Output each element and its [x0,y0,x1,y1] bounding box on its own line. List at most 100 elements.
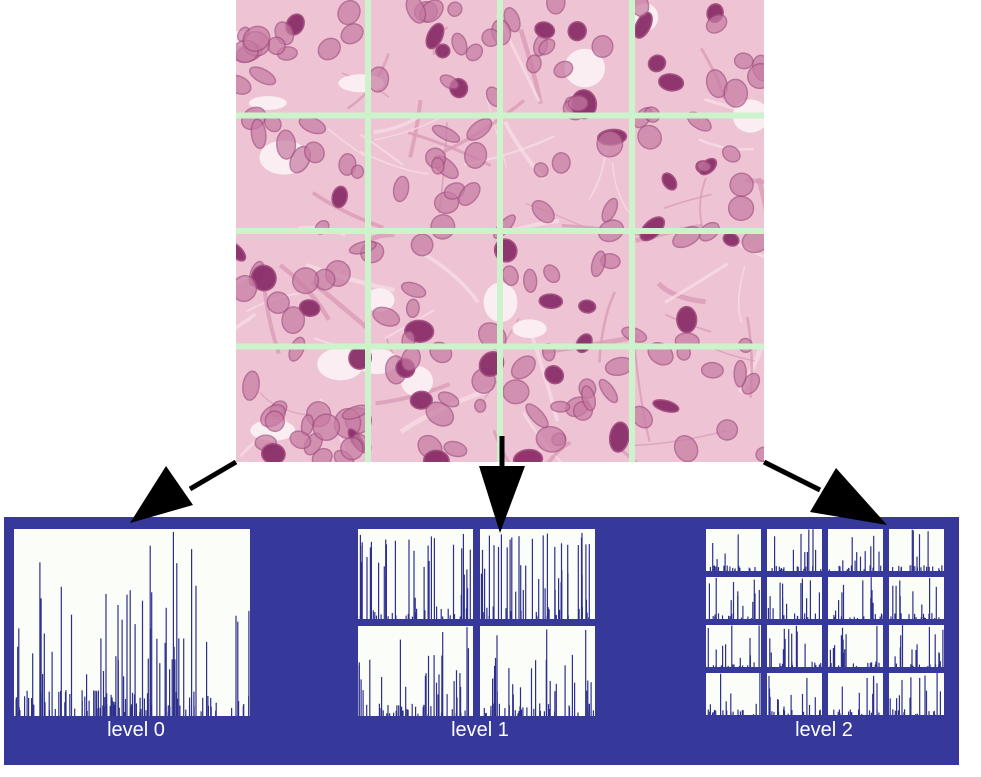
histogram-cell [889,577,944,619]
tissue-nucleus [312,413,341,441]
tissue-fiber [633,346,651,442]
tissue-nucleus [502,379,530,405]
tissue-nucleus [451,32,468,56]
tissue-nucleus [543,264,561,284]
tissue-nucleus [535,425,567,453]
tissue-image [236,0,764,462]
tissue-nucleus [405,298,420,319]
histogram-cell [706,529,761,571]
tissue-nucleus [236,74,252,95]
histogram-cell [889,673,944,715]
tissue-nucleus [608,421,630,453]
tissue-nucleus [601,197,619,223]
level-0-label: level 0 [107,719,165,741]
level-2-label: level 2 [795,719,853,741]
histogram-svg [14,529,944,716]
tissue-grid-lines [236,0,764,462]
tissue-nucleus [673,434,699,462]
tissue-nucleus [303,141,325,164]
tissue-nucleus [289,430,312,450]
tissue-nucleus [466,117,493,141]
tissue-nucleus [510,355,536,380]
tissue-nucleus [372,306,401,327]
arrow-to-level-0 [130,459,238,523]
tissue-nucleus [266,291,290,314]
histogram-cell [828,577,883,619]
tissue-nucleus [567,94,589,112]
tissue-nucleus [567,21,587,42]
tissue-nucleus [236,274,258,303]
tissue-nucleus [281,306,306,335]
tissue-nucleus [538,293,564,310]
tissue-nucleus [747,62,764,90]
tissue-nucleus [340,23,364,45]
tissue-nucleus [590,250,607,278]
tissue-nucleus [637,124,663,150]
tissue-svg [236,0,764,462]
tissue-nucleus [463,141,488,169]
tissue-nucleus [474,398,487,413]
tissue-grid-line-vertical [629,0,635,462]
tissue-nucleus [260,443,286,462]
histogram-cell [767,529,822,571]
tissue-nucleus [658,73,685,92]
tissue-nucleus [534,21,556,39]
tissue-nucleus [437,391,460,408]
tissue-nucleus [523,268,538,293]
histogram-cell [480,626,595,716]
tissue-nucleus [331,185,349,209]
tissue-fiber [611,162,632,216]
tissue-nucleus [546,0,566,15]
arrow-shaft-left [188,459,238,492]
histogram-level-0 [14,529,250,716]
arrow-head-left [130,466,193,523]
tissue-nucleus [721,145,741,163]
histogram-cell [14,529,250,716]
tissue-nucleus [733,359,747,388]
tissue-fiber [715,348,755,362]
histogram-cell [706,673,761,715]
tissue-nucleus [647,54,667,73]
histogram-level-1 [358,529,595,716]
tissue-nucleus [425,22,445,50]
histogram-cell [828,673,883,715]
tissue-nucleus [392,175,410,203]
tissue-nucleus [435,43,451,59]
histogram-cell [706,625,761,667]
tissue-nucleus [676,305,698,334]
level-1-label: level 1 [451,719,509,741]
tissue-nucleus [596,130,624,158]
tissue-nucleus [550,400,571,413]
tissue-nucleus [581,385,596,412]
tissue-nucleus [633,11,653,39]
tissue-fiber [546,440,572,462]
tissue-nucleus [661,172,678,191]
tissue-vacuole [249,96,287,110]
tissue-nucleus [400,281,427,299]
tissue-nucleus [340,436,364,461]
tissue-nucleus [298,116,327,135]
tissue-nucleus [291,267,320,295]
tissue-nucleus [443,440,468,458]
tissue-nucleus [430,156,445,175]
tissue-nucleus [729,172,754,197]
tissue-nucleus [501,265,519,287]
tissue-nucleus [298,299,321,318]
tissue-fiber [699,177,707,229]
histogram-cell [767,673,822,715]
tissue-nucleus [553,60,574,79]
tissue-nucleus [544,365,565,385]
tissue-vacuole [364,288,395,312]
tissue-nuclei [236,0,764,462]
tissue-nucleus [317,37,341,61]
tissue-nucleus [350,164,365,179]
histogram-panel: level 0 level 1 level 2 [4,517,959,765]
tissue-nucleus [439,74,460,90]
tissue-nucleus [405,0,427,24]
tissue-nucleus [512,448,544,462]
tissue-nucleus [447,1,463,17]
tissue-fiber [326,127,367,158]
arrow-shaft-right [762,459,822,493]
tissue-nucleus [249,66,277,86]
tissue-nucleus [755,446,764,462]
